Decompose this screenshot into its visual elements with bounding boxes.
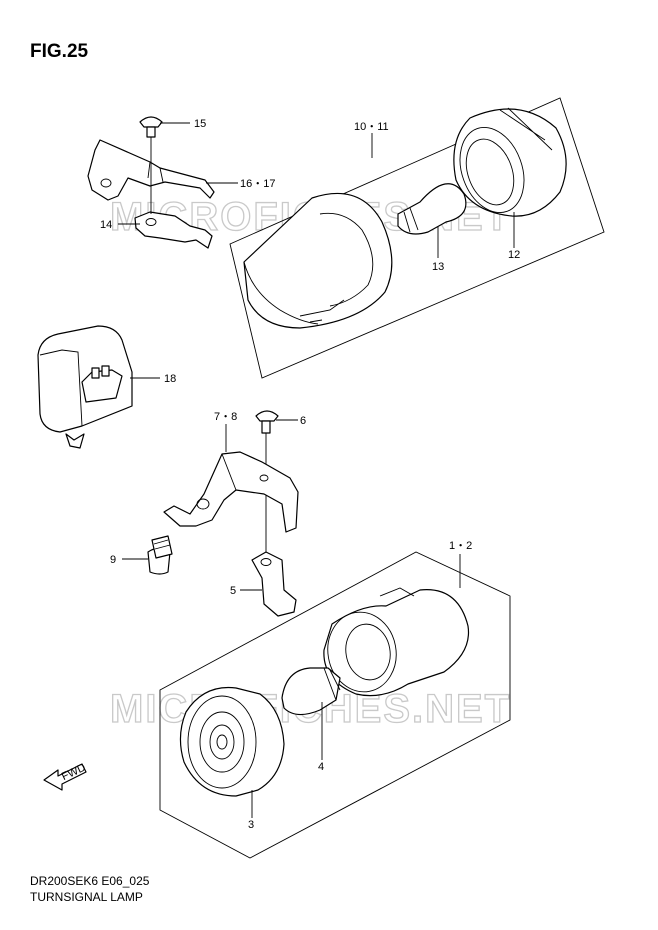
bracket-7-8: [163, 451, 299, 533]
label-18: 18: [164, 373, 176, 385]
relay-tab: [65, 433, 85, 449]
bracket-7-8-slot: [259, 474, 269, 482]
screw-6-shank: [261, 420, 271, 434]
screw-6: [255, 410, 279, 422]
label-13: 13: [432, 261, 444, 273]
housing-1-2-socket: [345, 623, 391, 681]
screw-15-shank: [146, 126, 156, 138]
upper-lamp-assembly: [243, 107, 567, 329]
bulb-4-base: [323, 667, 341, 701]
bulb-base-lines: [403, 207, 419, 233]
upper-bracket-assembly: [87, 116, 215, 249]
lens-ring: [459, 126, 525, 214]
lens-3-ring1: [199, 711, 245, 773]
figure-code: DR200SEK6 E06_025: [30, 874, 150, 888]
bolt-9-thread-lines: [153, 539, 171, 550]
relay-pin-a: [91, 367, 100, 379]
housing-1-2-tab: [379, 587, 415, 597]
middle-bracket-assembly: [147, 410, 299, 617]
label-9: 9: [110, 554, 116, 566]
housing-tab: [299, 299, 345, 323]
label-7-8: 7・8: [214, 411, 237, 423]
label-1-2: 1・2: [449, 540, 472, 552]
lens-3: [179, 686, 285, 797]
lower-lamp-assembly: [179, 587, 470, 797]
bracket-14-hole: [145, 218, 157, 226]
relay-pin-b: [101, 365, 110, 377]
label-14: 14: [100, 219, 112, 231]
bracket-edge: [147, 161, 164, 183]
bulb-4: [281, 667, 341, 716]
housing-rim: [319, 212, 374, 307]
housing-1-2-rim: [327, 611, 397, 693]
label-12: 12: [508, 249, 520, 261]
relay-18: [37, 325, 133, 449]
lens-inner-ring: [465, 138, 515, 206]
fwd-arrow-shape: [43, 763, 87, 791]
box-lower: [159, 551, 511, 859]
lens-3-face: [187, 695, 257, 789]
lens-3-center: [216, 734, 228, 750]
fwd-arrow: FWD: [43, 762, 88, 791]
lens-ribs: [499, 107, 553, 151]
figure-title: FIG.25: [30, 41, 89, 62]
fwd-text: FWD: [60, 762, 88, 783]
label-16-17: 16・17: [240, 178, 275, 190]
lamp-housing-1-2: [323, 589, 470, 697]
bracket-5: [251, 551, 297, 617]
screw-15: [139, 116, 163, 128]
label-6: 6: [300, 415, 306, 427]
box-upper: [229, 97, 605, 379]
bracket-7-8-hole: [196, 498, 210, 510]
housing-contour: [243, 261, 319, 325]
bracket-7-8-edges: [221, 451, 263, 491]
label-15: 15: [194, 118, 206, 130]
label-4: 4: [318, 761, 324, 773]
label-3: 3: [248, 819, 254, 831]
lamp-housing-10-11: [243, 192, 393, 329]
bracket-5-hole: [260, 558, 272, 566]
bracket-14: [134, 211, 213, 249]
lens-3-ring2: [209, 724, 235, 760]
bracket-hole: [100, 178, 112, 188]
label-5: 5: [230, 585, 236, 597]
figure-caption: TURNSIGNAL LAMP: [30, 890, 143, 904]
label-10-11: 10・11: [354, 121, 389, 133]
relay-edge: [39, 349, 83, 427]
